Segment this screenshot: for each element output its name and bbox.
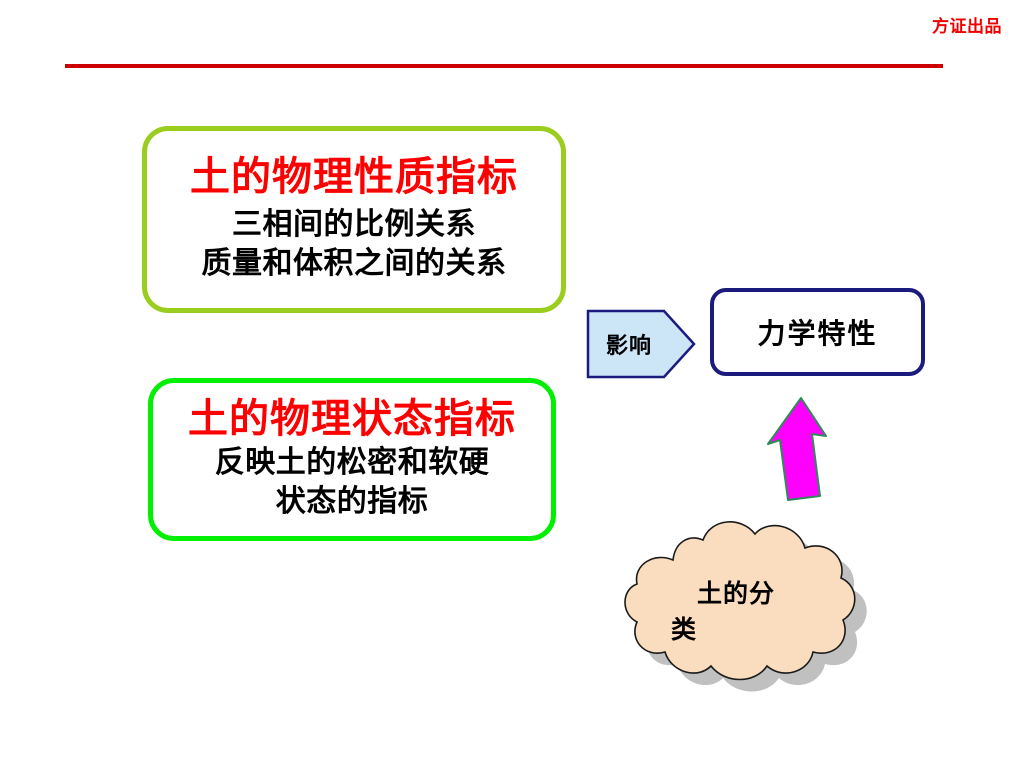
up-arrow-icon — [758, 394, 838, 506]
cloud-label-line-1: 土的分 — [697, 580, 776, 608]
cloud-shape-soil-classification[interactable]: 土的分 类 — [615, 498, 905, 703]
influence-arrow-shape[interactable]: 影响 — [586, 309, 696, 379]
box-physical-properties-title: 土的物理性质指标 — [190, 154, 518, 199]
brand-mark: 方证出品 — [932, 17, 1002, 36]
pentagon-arrow-icon — [586, 309, 696, 379]
influence-label: 影响 — [605, 333, 652, 358]
header-divider — [65, 64, 943, 68]
box-physical-properties-line-1: 三相间的比例关系 — [232, 208, 476, 242]
cloud-outline-icon — [624, 521, 856, 681]
concept-box-physical-state[interactable]: 土的物理状态指标 反映土的松密和软硬 状态的指标 — [148, 378, 556, 541]
box-physical-state-line-1: 反映土的松密和软硬 — [214, 446, 490, 480]
box-physical-properties-line-2: 质量和体积之间的关系 — [201, 247, 507, 281]
concept-box-physical-properties[interactable]: 土的物理性质指标 三相间的比例关系 质量和体积之间的关系 — [142, 126, 566, 313]
concept-box-mechanical-properties[interactable]: 力学特性 — [710, 288, 925, 376]
box-mechanical-label: 力学特性 — [757, 318, 878, 349]
box-physical-state-line-2: 状态的指标 — [275, 485, 429, 519]
cloud-label: 土的分 类 — [671, 576, 831, 649]
box-physical-state-title: 土的物理状态指标 — [188, 396, 516, 441]
cloud-label-line-2: 类 — [671, 616, 698, 645]
